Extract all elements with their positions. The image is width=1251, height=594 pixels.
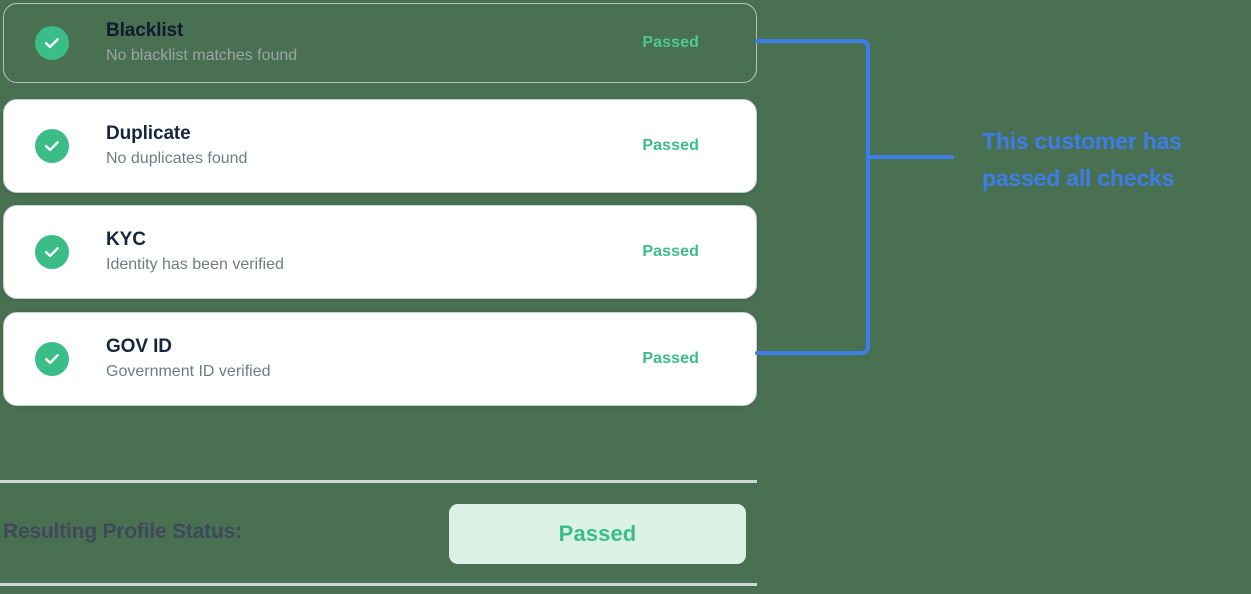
divider-top [0,480,757,483]
resulting-profile-status-value: Passed [558,521,637,546]
check-status-badge: Passed [642,34,699,51]
annotation-line-1: This customer has [982,128,1182,154]
check-title: Blacklist [106,20,184,41]
annotation-text: This customer has passed all checks [982,123,1234,197]
check-circle-icon [35,129,69,163]
check-status-badge: Passed [642,243,699,260]
check-subtitle: Identity has been verified [106,256,284,273]
check-card-duplicate[interactable]: Duplicate No duplicates found Passed [3,99,757,193]
resulting-profile-status-label: Resulting Profile Status: [3,520,242,543]
check-circle-icon [35,235,69,269]
check-circle-icon [35,342,69,376]
check-title: GOV ID [106,336,172,357]
divider-bottom [0,583,757,586]
annotation-line-2: passed all checks [982,165,1175,191]
check-card-text: Blacklist No blacklist matches found [106,19,297,67]
check-circle-icon [35,26,69,60]
check-status-badge: Passed [642,350,699,367]
check-card-blacklist[interactable]: Blacklist No blacklist matches found Pas… [3,3,757,83]
check-subtitle: No duplicates found [106,150,248,167]
check-title: KYC [106,229,146,250]
check-status-badge: Passed [642,137,699,154]
resulting-profile-status-badge: Passed [449,504,746,564]
check-card-text: Duplicate No duplicates found [106,122,247,170]
check-card-gov-id[interactable]: GOV ID Government ID verified Passed [3,312,757,406]
bracket-connector [755,39,954,355]
check-title: Duplicate [106,123,191,144]
check-card-text: KYC Identity has been verified [106,228,284,276]
check-card-kyc[interactable]: KYC Identity has been verified Passed [3,205,757,299]
check-subtitle: Government ID verified [106,363,271,380]
check-subtitle: No blacklist matches found [106,47,298,64]
check-card-text: GOV ID Government ID verified [106,335,271,383]
